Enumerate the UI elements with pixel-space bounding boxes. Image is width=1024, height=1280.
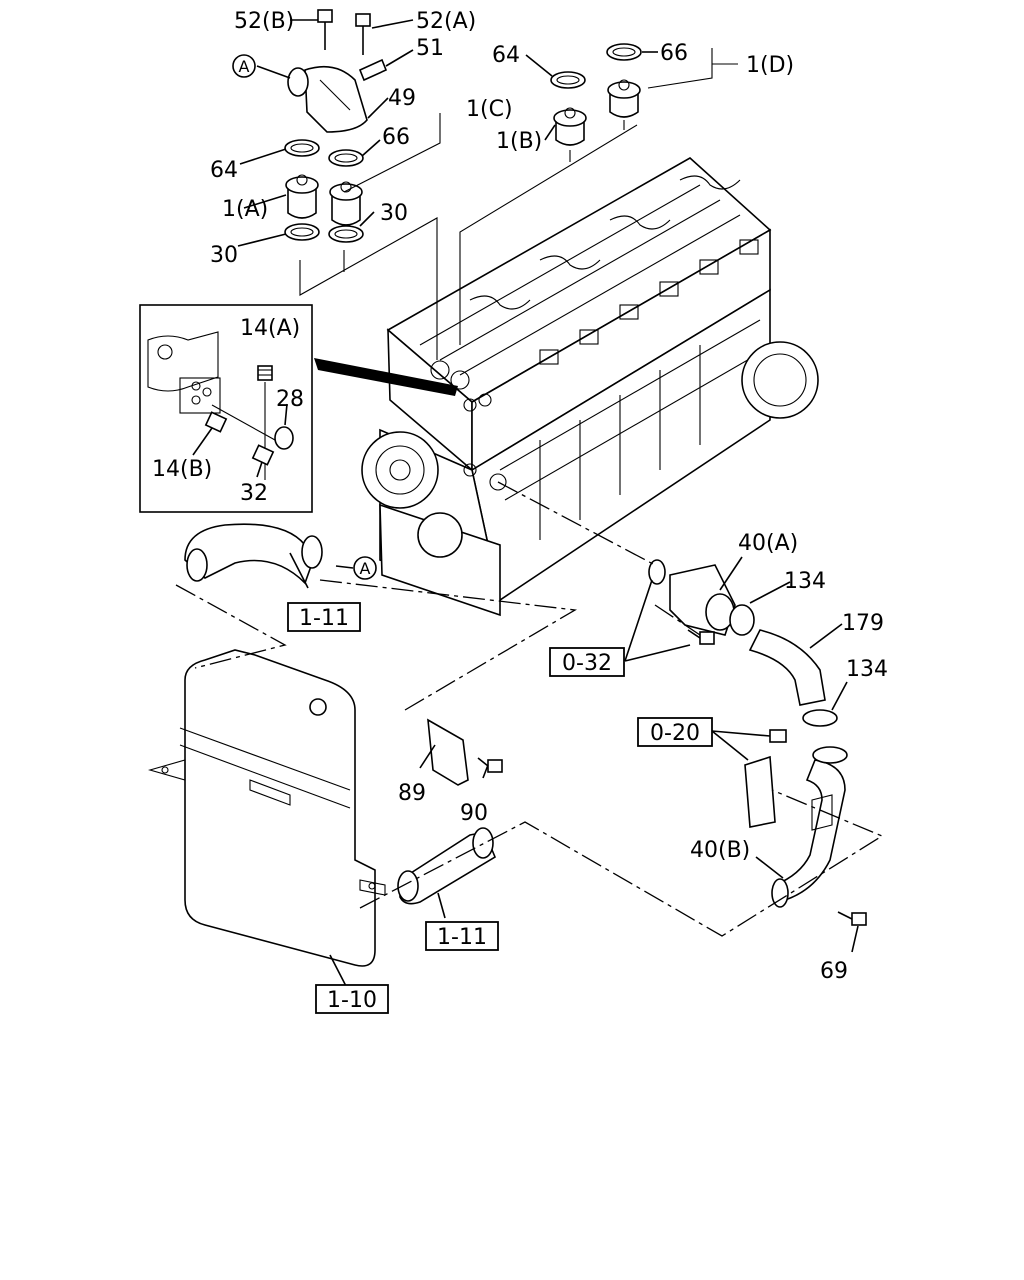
- boxed-ref-1-10: 1-10: [315, 984, 389, 1014]
- ref-a-top-label: A: [239, 57, 250, 76]
- callout-134-a: 134: [784, 569, 826, 594]
- bolt-90: [477, 757, 503, 773]
- callout-51: 51: [416, 36, 444, 61]
- gasket-66-top: [606, 43, 642, 61]
- hose-179: [748, 629, 826, 706]
- callout-1d: 1(D): [746, 53, 794, 78]
- callout-labels: 52(B) 52(A) 51 49 64 66 1(D) 1(B) 1(C) 6…: [152, 9, 888, 984]
- lower-radiator-hose: [397, 827, 497, 905]
- leader-lines: [192, 19, 859, 989]
- callout-69: 69: [820, 959, 848, 984]
- boxed-ref-1-10-label: 1-10: [327, 988, 377, 1013]
- thermostat-1b: [553, 107, 587, 146]
- inset-pointer-arrow: [314, 358, 458, 396]
- thermostat-1a: [285, 174, 319, 219]
- bracket-89: [427, 718, 469, 786]
- upper-radiator-hose: [184, 523, 323, 585]
- callout-89: 89: [398, 781, 426, 806]
- bracket-0-20: [744, 729, 787, 828]
- thermostat-1d: [607, 79, 641, 118]
- bracket-51: [358, 58, 388, 82]
- assembly-lines: [299, 48, 738, 360]
- callout-179: 179: [842, 611, 884, 636]
- pipe-40b: [771, 746, 848, 908]
- bolt-0-32: [687, 629, 715, 645]
- callout-14a: 14(A): [240, 316, 300, 341]
- callout-14b: 14(B): [152, 457, 212, 482]
- boxed-ref-0-32: 0-32: [549, 647, 625, 677]
- callout-28: 28: [276, 387, 304, 412]
- ref-circle-a-top: A: [232, 54, 256, 78]
- callout-40b: 40(B): [690, 838, 750, 863]
- flow-lines: [175, 481, 884, 937]
- engine-block: [361, 157, 819, 617]
- gasket-30-left: [284, 223, 320, 241]
- gasket-30-right: [328, 225, 364, 243]
- thermostat-1c: [329, 181, 363, 226]
- boxed-ref-1-11-bottom-label: 1-11: [437, 925, 487, 950]
- boxed-ref-0-20: 0-20: [637, 717, 713, 747]
- callout-32: 32: [240, 481, 268, 506]
- callout-1a: 1(A): [222, 197, 268, 222]
- callout-49: 49: [388, 86, 416, 111]
- radiator: [147, 649, 386, 967]
- callout-66-mid: 66: [382, 125, 410, 150]
- callout-52b: 52(B): [234, 9, 294, 34]
- water-outlet-40a: [648, 559, 736, 636]
- bolt-52a: [355, 13, 371, 55]
- bolt-69: [837, 911, 867, 926]
- ref-a-bottom-label: A: [360, 559, 371, 578]
- callout-64-mid: 64: [210, 158, 238, 183]
- callout-64-top: 64: [492, 43, 520, 68]
- callout-30-left: 30: [210, 243, 238, 268]
- callout-90: 90: [460, 801, 488, 826]
- clamp-134a: [729, 604, 755, 636]
- callout-1c: 1(C): [466, 97, 513, 122]
- thermostat-housing-49: [287, 65, 368, 133]
- boxed-ref-1-11-top-label: 1-11: [299, 606, 349, 631]
- boxed-ref-0-20-label: 0-20: [650, 721, 700, 746]
- callout-40a: 40(A): [738, 531, 798, 556]
- ref-circle-a-bottom: A: [353, 556, 377, 580]
- callout-66-top: 66: [660, 41, 688, 66]
- callout-134-b: 134: [846, 657, 888, 682]
- gasket-64-top: [550, 71, 586, 89]
- boxed-ref-1-11-top: 1-11: [287, 602, 361, 632]
- clamp-134b: [802, 709, 838, 727]
- detail-inset: [139, 304, 313, 513]
- gasket-66-mid: [328, 149, 364, 167]
- callout-30-right: 30: [380, 201, 408, 226]
- boxed-ref-1-11-bottom: 1-11: [425, 921, 499, 951]
- callout-52a: 52(A): [416, 9, 476, 34]
- gasket-64-mid: [284, 139, 320, 157]
- bolt-52b: [317, 9, 333, 50]
- boxed-ref-0-32-label: 0-32: [562, 651, 612, 676]
- callout-1b: 1(B): [496, 129, 542, 154]
